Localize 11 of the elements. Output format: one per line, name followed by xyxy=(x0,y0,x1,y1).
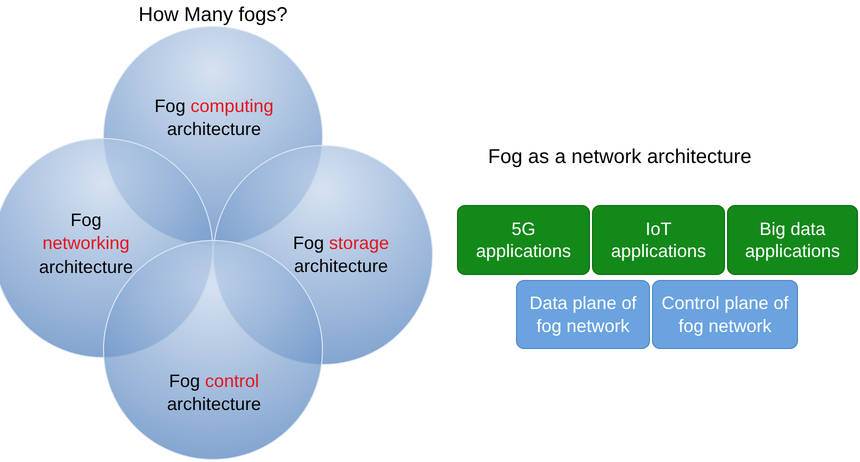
application-box: Big data applications xyxy=(727,205,858,275)
section-heading: Fog as a network architecture xyxy=(488,146,752,169)
circle-label: Fog computing architecture xyxy=(153,95,275,142)
diagram-title: How Many fogs? xyxy=(138,4,288,27)
circle-label: Fog networking architecture xyxy=(38,209,134,279)
application-box: IoT applications xyxy=(592,205,725,275)
circle-label: Fog storage architecture xyxy=(292,232,390,278)
application-box: 5G applications xyxy=(457,205,590,275)
network-plane-box: Data plane of fog network xyxy=(516,280,650,349)
network-plane-box: Control plane of fog network xyxy=(652,280,798,349)
circle-label: Fog control architecture xyxy=(166,370,262,416)
